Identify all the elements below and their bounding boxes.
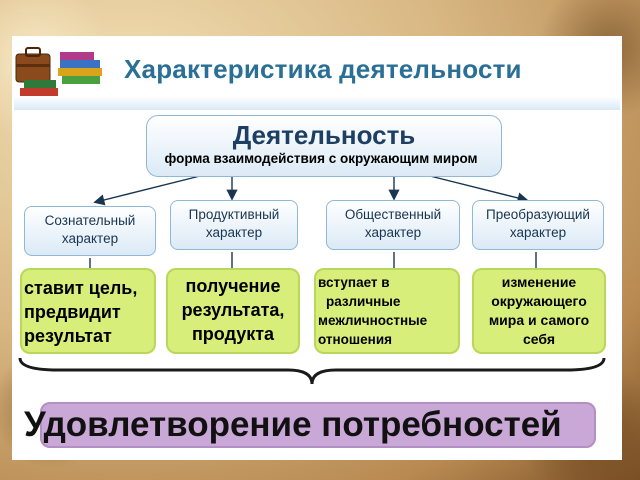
- characteristic-line2: характер: [364, 225, 422, 240]
- description-line: себя: [522, 331, 556, 347]
- description-line: вступает в: [318, 275, 390, 290]
- characteristic-transformative: Преобразующий характер: [472, 200, 604, 250]
- description-line: ставит цель,: [24, 278, 138, 298]
- description-line: предвидит: [24, 302, 121, 322]
- characteristic-line2: характер: [61, 231, 119, 246]
- description-line: отношения: [318, 332, 393, 347]
- characteristic-conscious: Сознательный характер: [24, 206, 156, 256]
- activity-main-box: Деятельность форма взаимодействия с окру…: [146, 115, 502, 177]
- characteristic-productive: Продуктивный характер: [170, 200, 298, 250]
- description-line: окружающего: [491, 293, 587, 309]
- description-line: результат: [24, 326, 112, 346]
- title-underline: [14, 96, 620, 110]
- curly-brace: [18, 357, 606, 385]
- description-line: межличностные: [318, 313, 428, 328]
- conclusion-bar: [40, 402, 596, 448]
- description-conscious: ставит цель, предвидит результат: [20, 268, 156, 354]
- conclusion-text: Удовлетворение потребностей: [24, 405, 562, 444]
- characteristic-social: Общественный характер: [326, 200, 460, 250]
- description-line: результата,: [181, 300, 285, 320]
- description-social: вступает в различные межличностные отнош…: [314, 268, 460, 354]
- main-subtitle: форма взаимодействия с окружающим миром: [164, 151, 478, 166]
- books-and-briefcase-icon: [15, 47, 102, 96]
- main-heading: Деятельность: [232, 120, 416, 150]
- characteristic-line1: Преобразующий: [486, 207, 590, 222]
- description-line: мира и самого: [488, 312, 590, 328]
- description-line: получение: [185, 276, 281, 296]
- characteristic-line1: Сознательный: [44, 213, 136, 228]
- description-line: продукта: [191, 324, 275, 344]
- slide-title: Характеристика деятельности: [124, 54, 522, 84]
- characteristic-line2: характер: [509, 225, 567, 240]
- description-line: изменение: [501, 274, 577, 290]
- characteristic-line1: Общественный: [344, 207, 442, 222]
- description-line: различные: [326, 294, 401, 309]
- description-transformative: изменение окружающего мира и самого себя: [472, 268, 606, 354]
- characteristic-line2: характер: [205, 225, 263, 240]
- characteristic-line1: Продуктивный: [188, 207, 280, 222]
- description-productive: получение результата, продукта: [166, 268, 300, 354]
